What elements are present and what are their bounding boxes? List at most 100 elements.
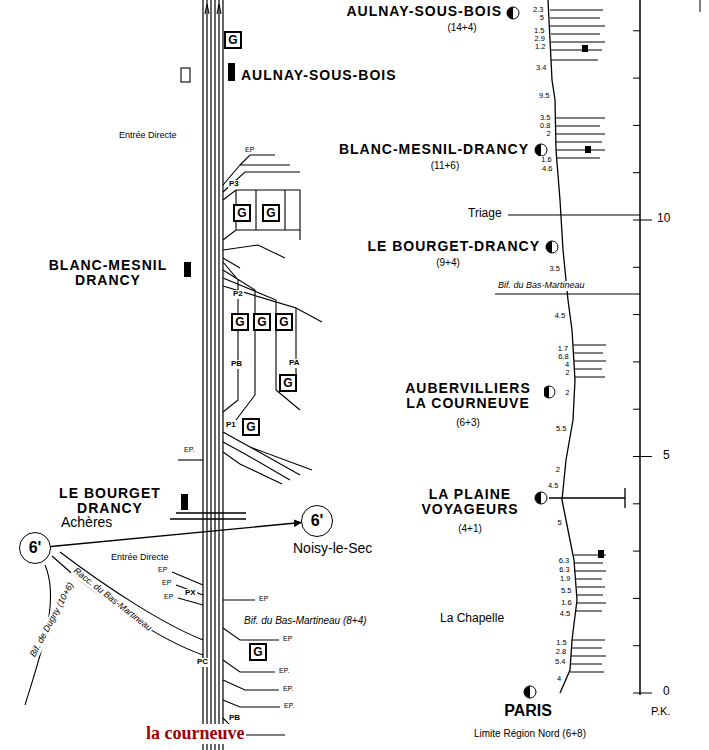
direction-name: Achères (60, 515, 113, 530)
gradient-value: 1.9 (559, 575, 571, 583)
siding-code: EP (157, 566, 168, 574)
goods-box: G (233, 204, 251, 222)
gradient-value: 4 (564, 361, 570, 369)
post-code: P3 (228, 180, 240, 189)
gradient-value: 2 (546, 130, 552, 138)
station-tracks: (6+3) (455, 417, 481, 428)
gradient-value: 6.3 (558, 566, 570, 574)
gradient-value: 1.7 (557, 345, 569, 353)
gradient-value: 4.5 (554, 312, 566, 320)
goods-box: G (242, 418, 260, 436)
tracks (25, 0, 322, 750)
gradient-value: 5.5 (555, 425, 567, 433)
gradient-value: 4.5 (559, 610, 571, 618)
goods-mark: G (281, 376, 295, 390)
siding-code: EP (161, 579, 172, 587)
siding-code: EP (282, 635, 293, 643)
gradient-value: 4 (556, 675, 562, 683)
post-code: PB (228, 714, 241, 723)
station-tracks: (4+1) (457, 523, 483, 534)
post-code: P2 (232, 290, 244, 299)
gradient-value: 6.8 (557, 353, 569, 361)
gradient-value: 2.3 (532, 6, 544, 14)
axis-value: 10 (656, 212, 671, 225)
gradient-value: 5 (539, 14, 545, 22)
gradient-value: 0.8 (539, 122, 551, 130)
line-number: 6' (311, 513, 324, 529)
goods-box: G (253, 313, 271, 331)
track-note: Entrée Directe (118, 131, 178, 141)
gradient-value: 4.6 (541, 165, 553, 173)
place-name: Triage (467, 207, 503, 220)
goods-mark: G (264, 206, 278, 220)
gradient-value: 1.5 (555, 639, 567, 647)
junction-name: Bif. du Bas-Martineau (8+4) (243, 615, 368, 626)
axis-value: 5 (662, 449, 671, 462)
siding-code: EP (244, 146, 255, 154)
post-code: PA (288, 359, 301, 368)
goods-box: G (262, 204, 280, 222)
junction-name: Racc. du Bas-Martineau (70, 566, 154, 634)
goods-mark: G (255, 315, 269, 329)
station-tracks: (14+4) (446, 22, 477, 33)
axis-value: 0 (662, 685, 671, 698)
gradient-value: 5 (556, 519, 562, 527)
station-markers (181, 63, 235, 510)
gradient-marks (582, 45, 604, 558)
axis-title: P.K. (650, 705, 671, 717)
profile (495, 0, 700, 695)
goods-mark: G (226, 33, 240, 47)
post-code: PB (230, 360, 243, 369)
station-name: AULNAY-SOUS-BOIS (240, 68, 398, 83)
station-tracks: (11+6) (430, 160, 460, 171)
station-tracks: (9+4) (435, 257, 461, 268)
goods-box: G (279, 374, 297, 392)
siding-code: EP. (283, 702, 295, 710)
gradient-value: 1.6 (560, 599, 572, 607)
line-circle: 6' (301, 505, 333, 537)
junction-name: Bif. de Dugny (10+6) (28, 580, 77, 660)
gradient-value: 5.5 (560, 587, 572, 595)
gradient-value: 2 (564, 369, 570, 377)
line-number: 6' (29, 540, 42, 556)
siding-code: EP (163, 593, 174, 601)
gradient-value: 1.6 (540, 156, 552, 164)
junction-name: Bif. du Bas-Martineau (497, 281, 586, 291)
goods-mark: G (235, 206, 249, 220)
goods-box: G (224, 31, 242, 49)
station-name: LA PLAINE VOYAGEURS (409, 487, 531, 518)
station-name: LE BOURGET DRANCY (44, 486, 176, 517)
gradient-value: 4.5 (547, 482, 559, 490)
siding-code: EP. (278, 667, 290, 675)
goods-mark: G (244, 420, 258, 434)
station-symbols (507, 7, 558, 698)
boundary-note: Limite Région Nord (6+8) (473, 728, 587, 739)
goods-box: G (231, 313, 249, 331)
gradient-value: 6.3 (558, 557, 570, 565)
gradient-value: 3.5 (548, 265, 560, 273)
gradient-value: 3.4 (535, 64, 547, 72)
station-name: BLANC-MESNIL-DRANCY (338, 142, 530, 157)
direction-name: Noisy-le-Sec (292, 541, 373, 556)
goods-box: G (275, 313, 293, 331)
siding-code: EP. (183, 446, 195, 454)
watermark: la courneuve (145, 724, 246, 744)
gradient-value: 3.5 (539, 114, 551, 122)
gradient-value: 1.2 (534, 43, 546, 51)
goods-mark: G (277, 315, 291, 329)
station-name: PARIS (503, 702, 553, 720)
gradient-value: 9.5 (538, 92, 550, 100)
station-name: LE BOURGET-DRANCY (366, 239, 541, 254)
station-name: AULNAY-SOUS-BOIS (345, 4, 503, 19)
post-code: PC (196, 658, 209, 667)
gradient-value: 2 (555, 466, 561, 474)
goods-mark: G (251, 645, 265, 659)
siding-code: EP. (282, 685, 294, 693)
track-note: Entrée Directe (110, 553, 170, 563)
post-code: PX (184, 589, 197, 598)
station-name: BLANC-MESNIL DRANCY (37, 258, 179, 289)
gradient-value: 1.5 (533, 27, 545, 35)
